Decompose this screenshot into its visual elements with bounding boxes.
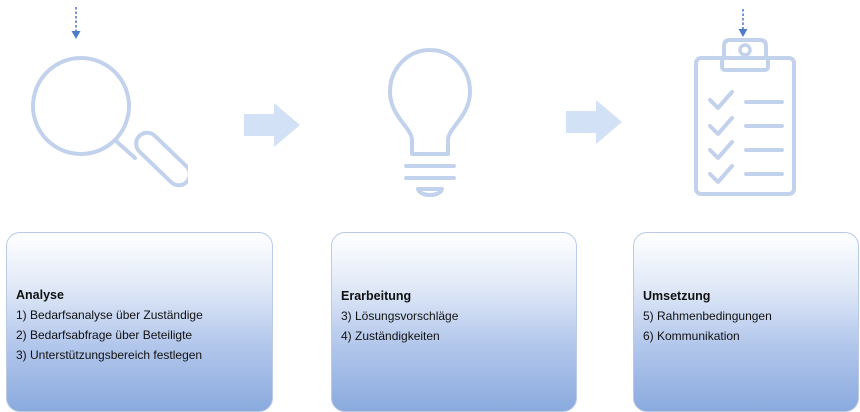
step-card-analyse: Analyse 1) Bedarfsanalyse über Zuständig… [6,232,273,412]
dashed-down-arrow-icon [71,7,81,39]
step-item: 1) Bedarfsanalyse über Zuständige [16,308,203,322]
step-card-erarbeitung: Erarbeitung 3) Lösungsvorschläge 4) Zust… [331,232,577,412]
step-item: 2) Bedarfsabfrage über Beteiligte [16,328,193,342]
magnifier-icon [31,56,188,188]
flow-arrow-2 [566,100,622,144]
step-item: 3) Unterstützungsbereich festlegen [16,348,203,362]
step-item: 4) Zuständigkeiten [341,329,440,343]
step-title: Erarbeitung [341,289,412,303]
step-title: Analyse [16,288,64,302]
step-title: Umsetzung [643,289,711,303]
step-item: 5) Rahmenbedingungen [643,309,772,323]
step-item: 3) Lösungsvorschläge [341,309,459,323]
clipboard-checklist-icon [694,38,796,196]
flow-arrow-1 [244,103,300,147]
lightbulb-icon [388,48,472,197]
step-card-umsetzung: Umsetzung 5) Rahmenbedingungen 6) Kommun… [633,232,859,412]
dashed-down-arrow-icon [738,9,748,37]
step-item: 6) Kommunikation [643,329,740,343]
